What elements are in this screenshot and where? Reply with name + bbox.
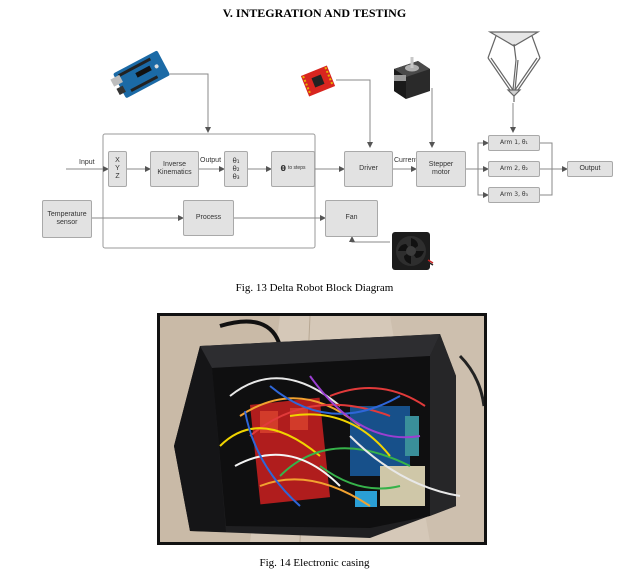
node-driver: Driver bbox=[344, 151, 393, 187]
diagram-connectors bbox=[66, 73, 568, 249]
node-output: Output bbox=[567, 161, 613, 177]
figure-13-caption: Fig. 13 Delta Robot Block Diagram bbox=[235, 282, 394, 294]
block-diagram: Input Output Current X Y Z Inverse Kinem… bbox=[42, 31, 613, 270]
node-theta-3: θ₃ bbox=[232, 173, 240, 182]
node-xyz-x: X bbox=[115, 156, 120, 164]
node-theta-symbol: θ bbox=[280, 164, 286, 174]
edge-label-input: Input bbox=[79, 159, 95, 166]
stepper-driver-board-icon bbox=[300, 65, 336, 97]
node-arm-1: Arm 1, θ₁ bbox=[488, 135, 540, 151]
node-arm-2: Arm 2, θ₂ bbox=[488, 161, 540, 177]
node-theta: θ₁ θ₂ θ₃ bbox=[224, 151, 248, 187]
section-heading: V. INTEGRATION AND TESTING bbox=[222, 6, 407, 20]
node-fan: Fan bbox=[325, 200, 378, 237]
figure-14-caption: Fig. 14 Electronic casing bbox=[259, 557, 370, 569]
node-stepper-motor: Stepper motor bbox=[416, 151, 466, 187]
node-arm-3: Arm 3, θ₃ bbox=[488, 187, 540, 203]
cooling-fan-icon bbox=[392, 232, 434, 270]
node-inverse-kinematics: Inverse Kinematics bbox=[150, 151, 199, 187]
edge-label-current: Current bbox=[394, 157, 418, 164]
stepper-motor-icon bbox=[394, 57, 430, 99]
node-theta-to-steps: θ to steps bbox=[271, 151, 315, 187]
edge-label-output: Output bbox=[200, 157, 222, 164]
node-theta-to-steps-text: to steps bbox=[287, 165, 306, 172]
node-xyz-z: Z bbox=[115, 173, 120, 181]
electronic-casing-photo bbox=[157, 313, 487, 545]
delta-robot-icon bbox=[487, 31, 541, 102]
node-temperature-sensor: Temperature sensor bbox=[42, 200, 92, 238]
arduino-board-icon bbox=[110, 50, 170, 98]
node-process: Process bbox=[183, 200, 234, 236]
electronic-casing-image bbox=[160, 316, 484, 542]
node-xyz: X Y Z bbox=[108, 151, 127, 187]
node-theta-1: θ₁ bbox=[232, 156, 240, 165]
node-theta-2: θ₂ bbox=[232, 164, 240, 173]
node-xyz-y: Y bbox=[115, 164, 120, 172]
